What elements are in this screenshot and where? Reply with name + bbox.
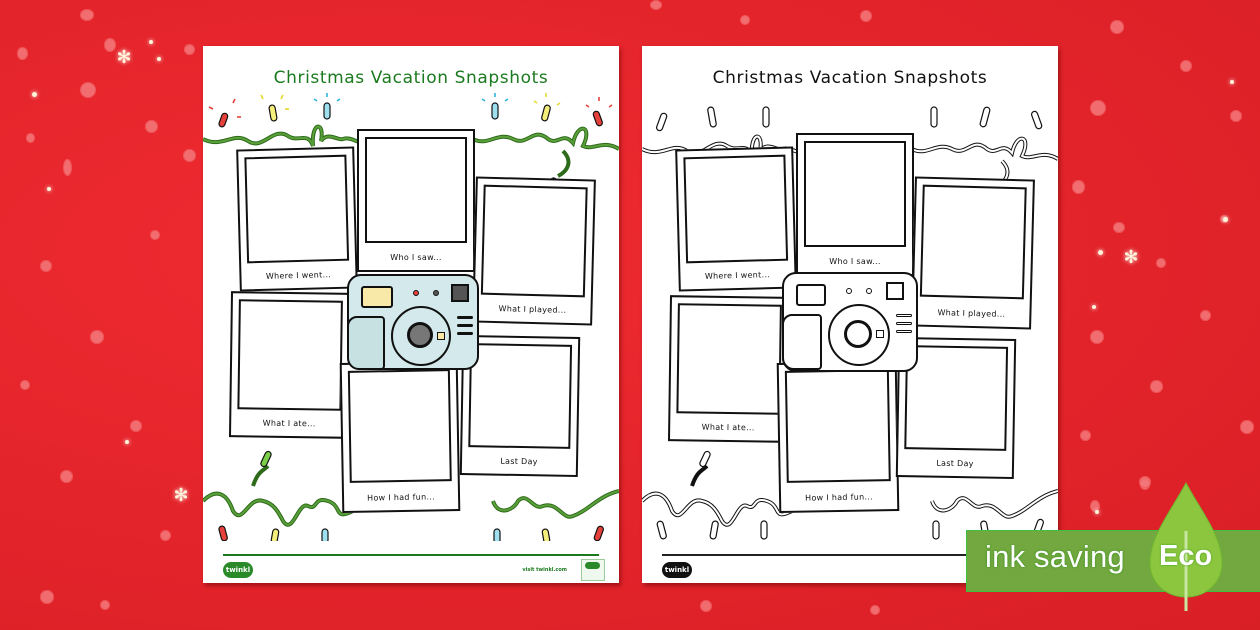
photo-frame-what-i-ate[interactable]: What I ate...	[228, 291, 352, 439]
photo-frame-what-i-played[interactable]: What I played...	[472, 176, 596, 326]
photo-area[interactable]	[480, 184, 588, 298]
frame-caption: What I ate...	[262, 418, 316, 429]
camera-illustration	[347, 274, 479, 370]
camera-screen-icon	[796, 284, 826, 306]
camera-grip	[347, 316, 385, 370]
camera-lens-icon	[844, 320, 872, 348]
visit-link: visit twinkl.com	[522, 567, 567, 573]
footer-divider	[223, 554, 599, 556]
photo-area[interactable]	[784, 369, 891, 483]
camera-lens-ring	[828, 304, 890, 366]
frame-caption: What I played...	[937, 308, 1006, 319]
worksheet-title: Christmas Vacation Snapshots	[712, 68, 988, 88]
photo-area[interactable]	[676, 303, 782, 415]
eco-leaf-icon	[1149, 481, 1223, 611]
photo-area[interactable]	[683, 154, 789, 264]
photo-area[interactable]	[244, 154, 350, 264]
frame-caption: What I ate...	[701, 422, 755, 433]
frame-caption: Who I saw...	[829, 257, 881, 266]
camera-screen-icon	[361, 286, 393, 308]
photo-frame-who-i-saw[interactable]: Who I saw...	[357, 129, 475, 272]
camera-lens-ring	[391, 306, 451, 366]
frame-caption: Where I went...	[265, 270, 332, 281]
frame-caption: What I played...	[498, 304, 567, 315]
frame-caption: Who I saw...	[390, 253, 442, 262]
twinkl-logo: twinkl	[223, 562, 253, 578]
footer-divider	[662, 554, 1038, 556]
photo-area[interactable]	[365, 137, 467, 243]
worksheet-title: Christmas Vacation Snapshots	[273, 68, 549, 88]
photo-area[interactable]	[347, 369, 452, 483]
quality-badge-icon	[581, 559, 605, 581]
photo-frame-how-i-had-fun[interactable]: How I had fun...	[339, 360, 461, 514]
camera-illustration-outline	[782, 272, 918, 372]
twinkl-logo: twinkl	[662, 562, 692, 578]
photo-frame-who-i-saw[interactable]: Who I saw...	[796, 133, 914, 276]
photo-frame-how-i-had-fun[interactable]: How I had fun...	[776, 360, 900, 514]
frame-caption: How I had fun...	[367, 492, 436, 503]
photo-frame-what-i-played[interactable]: What I played...	[911, 176, 1035, 330]
frame-caption: Last Day	[500, 456, 538, 467]
photo-area[interactable]	[468, 343, 573, 449]
photo-area[interactable]	[919, 184, 1027, 300]
photo-area[interactable]	[237, 299, 343, 411]
photo-area[interactable]	[804, 141, 906, 247]
photo-frame-what-i-ate[interactable]: What I ate...	[667, 295, 791, 443]
frame-caption: How I had fun...	[805, 492, 874, 503]
eco-label: Eco	[1159, 540, 1213, 572]
ink-saving-label: ink saving	[985, 539, 1125, 574]
photo-frame-where-i-went[interactable]: Where I went...	[236, 146, 358, 292]
worksheet-ink-saving-preview[interactable]: Christmas Vacation Snapshots	[642, 46, 1058, 583]
frame-caption: Where I went...	[704, 270, 771, 281]
camera-lens-icon	[407, 322, 433, 348]
photo-area[interactable]	[904, 345, 1009, 451]
worksheet-color-preview[interactable]: Christmas Vacation Snapshots	[203, 46, 619, 583]
camera-grip	[782, 314, 822, 370]
photo-frame-where-i-went[interactable]: Where I went...	[675, 146, 797, 292]
frame-caption: Last Day	[936, 458, 974, 469]
